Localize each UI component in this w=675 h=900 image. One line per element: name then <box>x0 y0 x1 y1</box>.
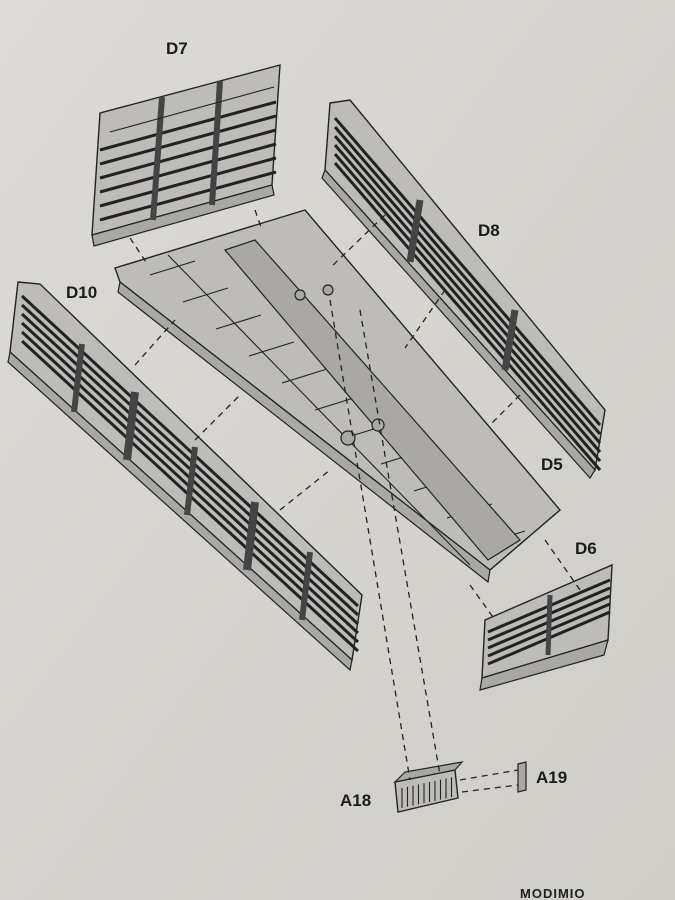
gate-slat <box>99 156 277 208</box>
side-slat <box>333 153 602 462</box>
side-slat <box>333 135 602 444</box>
gate-slat <box>99 114 277 166</box>
part-d10-side <box>7 281 363 672</box>
label-d5: D5 <box>541 455 563 474</box>
label-d6: D6 <box>575 539 597 558</box>
floor-crossbeam <box>149 260 196 276</box>
label-d10: D10 <box>66 283 97 302</box>
gate-slat <box>99 128 277 180</box>
part-d8-side <box>321 99 606 479</box>
floor-crossbeam <box>281 368 328 384</box>
side-slat <box>333 144 602 453</box>
assembly-guide-lines <box>129 209 581 793</box>
part-d6-front <box>479 563 613 691</box>
side-slat <box>333 117 602 426</box>
part-a18-box <box>393 761 464 813</box>
label-a18: A18 <box>340 791 371 810</box>
brand-mark: MODIMIO <box>520 886 586 900</box>
part-a19-bracket <box>517 761 527 793</box>
side-slat <box>333 126 602 435</box>
floor-crossbeam <box>215 314 262 330</box>
label-d7: D7 <box>166 39 188 58</box>
part-d7-gate <box>91 64 281 247</box>
part-d5-floor <box>114 209 561 584</box>
gate-slat <box>99 142 277 194</box>
side-slat <box>20 294 360 608</box>
side-slat <box>333 162 602 471</box>
gate-slat <box>99 100 277 152</box>
floor-crossbeam <box>248 341 295 357</box>
label-d8: D8 <box>478 221 500 240</box>
floor-crossbeam <box>182 287 229 303</box>
label-a19: A19 <box>536 768 567 787</box>
gate-slat <box>99 170 277 222</box>
